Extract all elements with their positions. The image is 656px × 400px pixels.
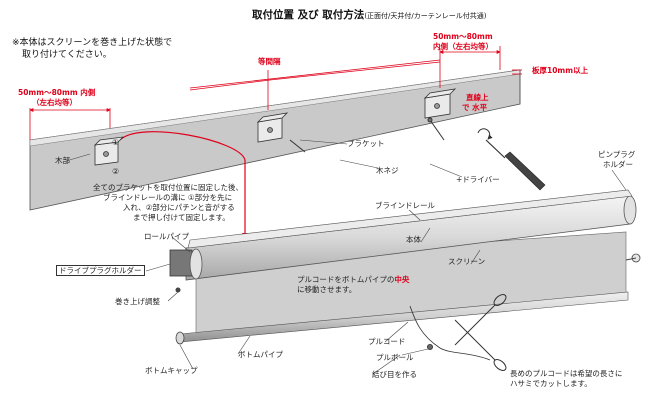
cord-instruction-2: に移動させます。 (297, 285, 357, 294)
body-label: 本体 (406, 235, 421, 244)
tie-knot-label: 結び目を作る (372, 370, 417, 379)
bottom-cap-label: ボトムキャップ (145, 366, 198, 375)
title-main: 取付位置 及び 取付方法 (252, 9, 365, 21)
cut-instruction-1: 長めのプルコードは希望の長さに (510, 369, 623, 378)
wood-label: 木部 (55, 156, 70, 165)
right-inside-label: 内側（左右均等） (433, 42, 493, 51)
fix-instruction-2: ブラインドレールの溝に ①部分を先に (103, 193, 233, 202)
circle-2-label: ② (112, 167, 120, 176)
note-line-2: 取り付けてください。 (22, 50, 112, 60)
screen-label: スクリーン (448, 257, 486, 266)
blind-rail-label: ブラインドレール (374, 201, 436, 210)
pin-plug-holder-label-2: ホルダー (603, 160, 633, 169)
pull-ball-label: プルボール (376, 353, 414, 362)
roll-pipe-label: ロールパイプ (144, 232, 189, 241)
level-line-1: 直線上 (466, 93, 489, 102)
diagram-title: 取付位置 及び 取付方法(正面付/天井付/カーテンレール付共通) (252, 9, 487, 23)
cord-instruction-1a: プルコードをボトムパイプの (297, 275, 395, 284)
equal-spacing-label: 等間隔 (258, 57, 281, 66)
note-line-1: ※本体はスクリーンを巻き上げた状態で (12, 38, 173, 48)
left-range-label: 50mm～80mm 内側 (18, 88, 96, 97)
scissors-icon (454, 294, 507, 371)
wood-screw (427, 117, 445, 141)
left-even-label: （左右均等） (32, 98, 77, 107)
winding-adjust-label: 巻き上げ調整 (115, 297, 160, 306)
screwdriver-label: +ドライバー (456, 175, 500, 184)
cut-instruction-2: ハサミでカットします。 (510, 379, 592, 388)
fix-instruction-4: まで押し付けて固定します。 (133, 213, 230, 222)
drive-plug-holder-label: ドライブプラグホルダー (56, 265, 145, 276)
fix-instruction-1: 全てのブラケットを取付位置に固定した後、 (93, 183, 243, 192)
bracket-right (423, 88, 457, 119)
title-sub: (正面付/天井付/カーテンレール付共通) (364, 12, 487, 20)
bracket-label: ブラケット (347, 139, 385, 148)
wood-board (29, 69, 521, 211)
bottom-pipe-label: ボトムパイプ (238, 350, 283, 359)
screwdriver-icon (477, 128, 546, 191)
pull-cord (409, 305, 491, 361)
bracket-left (93, 136, 125, 166)
leader-lines (65, 139, 627, 375)
fix-instruction-3: 入れ、②部分にパチンと音がする (123, 203, 235, 212)
right-range-label: 50mm～80mm (433, 32, 493, 41)
roller-blind (169, 189, 641, 345)
bracket-middle (256, 112, 306, 153)
level-line-2: で 水平 (462, 103, 488, 112)
cord-instruction-1: プルコードをボトムパイプの中央 (297, 275, 409, 284)
pull-cord-label: プルコード (368, 337, 406, 346)
wood-screw-label: 木ネジ (376, 166, 399, 175)
cord-instruction-center: 中央 (394, 275, 410, 284)
board-thickness-label: 板厚10mm以上 (532, 66, 589, 75)
pin-plug-holder-label-1: ピンプラグ (598, 150, 636, 159)
circle-1-label: ① (112, 138, 120, 147)
